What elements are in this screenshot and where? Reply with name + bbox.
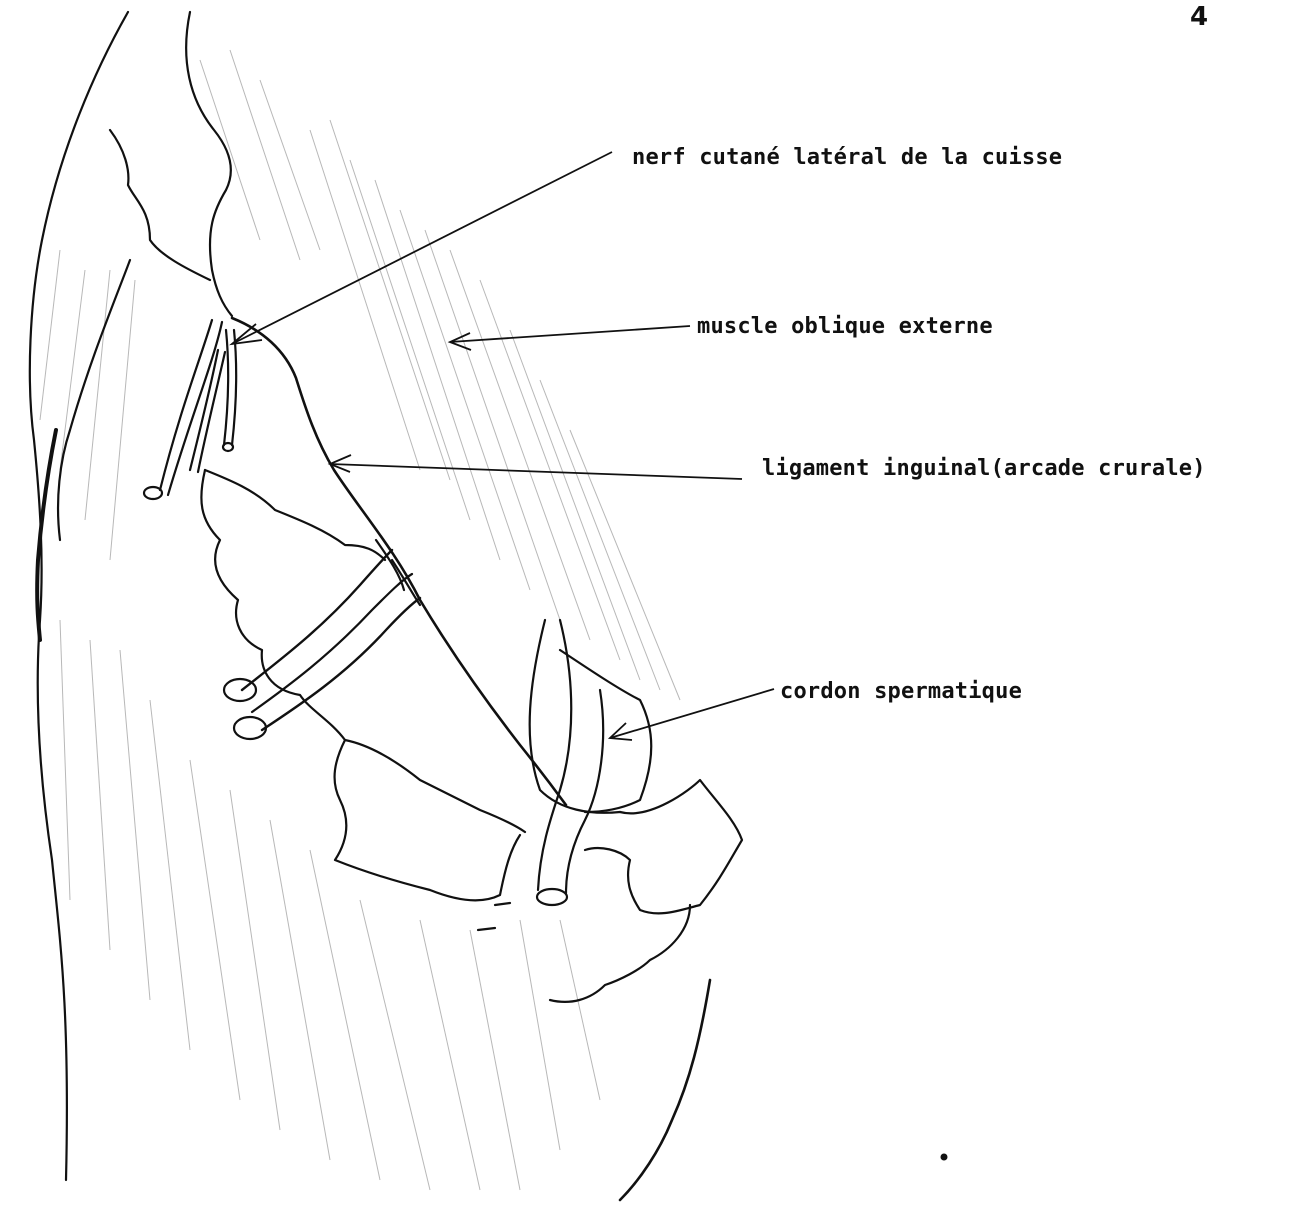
body-outline-left — [30, 12, 128, 1180]
arrowhead-nerve — [232, 324, 262, 344]
leader-ligament — [330, 464, 742, 479]
iliac-crest-inner — [110, 130, 210, 280]
cord-sheath — [530, 620, 620, 813]
thigh-contour-right — [620, 980, 710, 1200]
inguinal-ligament-line — [232, 318, 566, 805]
small-mark-1 — [495, 903, 510, 905]
label-inguinal-ligament: ligament inguinal(arcade crurale) — [762, 456, 1206, 481]
nerve-branch-3-end — [223, 443, 233, 451]
spermatic-cord-end — [537, 889, 567, 905]
nerve-branch-3b — [232, 330, 236, 445]
scrotal-tissue — [585, 780, 742, 913]
leader-muscle — [450, 326, 690, 342]
scrotal-tissue-lower — [550, 905, 690, 1002]
femoral-vessel-band-b — [392, 560, 420, 605]
small-mark-2 — [478, 928, 495, 930]
femoral-vessel-inner — [252, 574, 412, 712]
label-spermatic-cord: cordon spermatique — [780, 679, 1022, 704]
small-dot — [942, 1155, 947, 1160]
femoral-vessel-end-1 — [224, 679, 256, 701]
label-lateral-femoral-cutaneous-nerve: nerf cutané latéral de la cuisse — [632, 145, 1062, 170]
muscle-fibre-hatching — [40, 50, 680, 1190]
femoral-vessel-end-2 — [234, 717, 266, 739]
nerve-branch-3 — [224, 330, 228, 445]
nerve-branch-1-end — [144, 487, 162, 499]
nerve-branch-1b — [168, 322, 222, 495]
femoral-vessel-lower — [262, 598, 420, 730]
leader-nerve — [232, 152, 612, 344]
spermatic-cord-left — [538, 620, 571, 890]
label-external-oblique-muscle: muscle oblique externe — [697, 314, 993, 339]
nerve-branch-1 — [160, 320, 212, 490]
femoral-tissue-lower — [345, 740, 525, 832]
nerve-branch-2b — [198, 352, 225, 472]
femoral-tissue-top — [205, 470, 385, 560]
